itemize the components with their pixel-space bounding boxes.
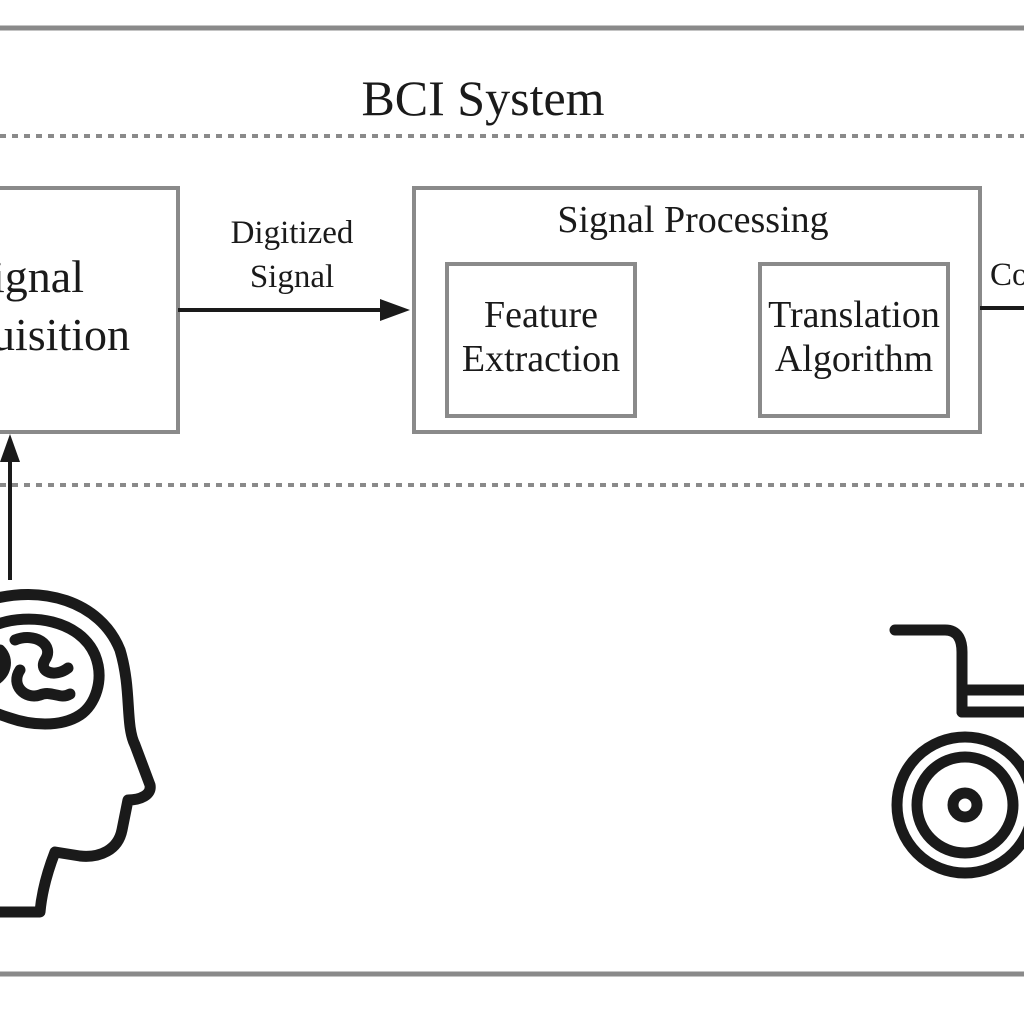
translation-algorithm-label-line1: Translation	[768, 294, 940, 336]
output-edge: Co	[980, 257, 1024, 310]
wheelchair-wheel-outer	[891, 731, 1024, 879]
brain-fold-2	[11, 664, 76, 702]
signal-processing-node: Signal Processing Feature Extraction Tra…	[412, 186, 982, 434]
translation-algorithm-label-line2: Algorithm	[775, 338, 933, 380]
feature-extraction-box	[445, 262, 637, 418]
digitized-signal-label-line2: Signal	[250, 259, 334, 295]
wheelchair-handle	[889, 624, 968, 718]
outer-frame	[0, 25, 1024, 977]
feature-extraction-label-line1: Feature	[484, 294, 598, 336]
translation-algorithm-box	[758, 262, 950, 418]
feature-extraction-label-line2: Extraction	[462, 338, 620, 380]
digitized-signal-edge: Digitized Signal	[178, 215, 410, 321]
signal-processing-title: Signal Processing	[557, 199, 828, 241]
brain-fold-1	[9, 632, 74, 679]
signal-acquisition-node: ignal uisition	[0, 186, 180, 434]
head-outline	[0, 588, 156, 918]
human-head-brain-icon	[0, 588, 156, 918]
brain-signal-edge	[0, 434, 20, 580]
brain-fold-3	[0, 644, 11, 684]
brain-outline	[0, 613, 105, 730]
wheelchair-wheel-inner	[911, 751, 1019, 859]
wheelchair-icon	[889, 624, 1024, 879]
signal-acquisition-label-line1: ignal	[0, 251, 84, 302]
translation-algorithm-node: Translation Algorithm	[758, 262, 950, 418]
feature-extraction-node: Feature Extraction	[445, 262, 637, 418]
digitized-signal-label-line1: Digitized	[231, 215, 354, 251]
diagram-title: BCI System	[361, 70, 604, 126]
brain-signal-arrow-head	[0, 434, 20, 462]
signal-acquisition-label-line2: uisition	[0, 309, 130, 360]
digitized-signal-arrow-head	[380, 299, 410, 321]
output-edge-label: Co	[990, 257, 1024, 293]
wheelchair-hub	[947, 787, 983, 823]
